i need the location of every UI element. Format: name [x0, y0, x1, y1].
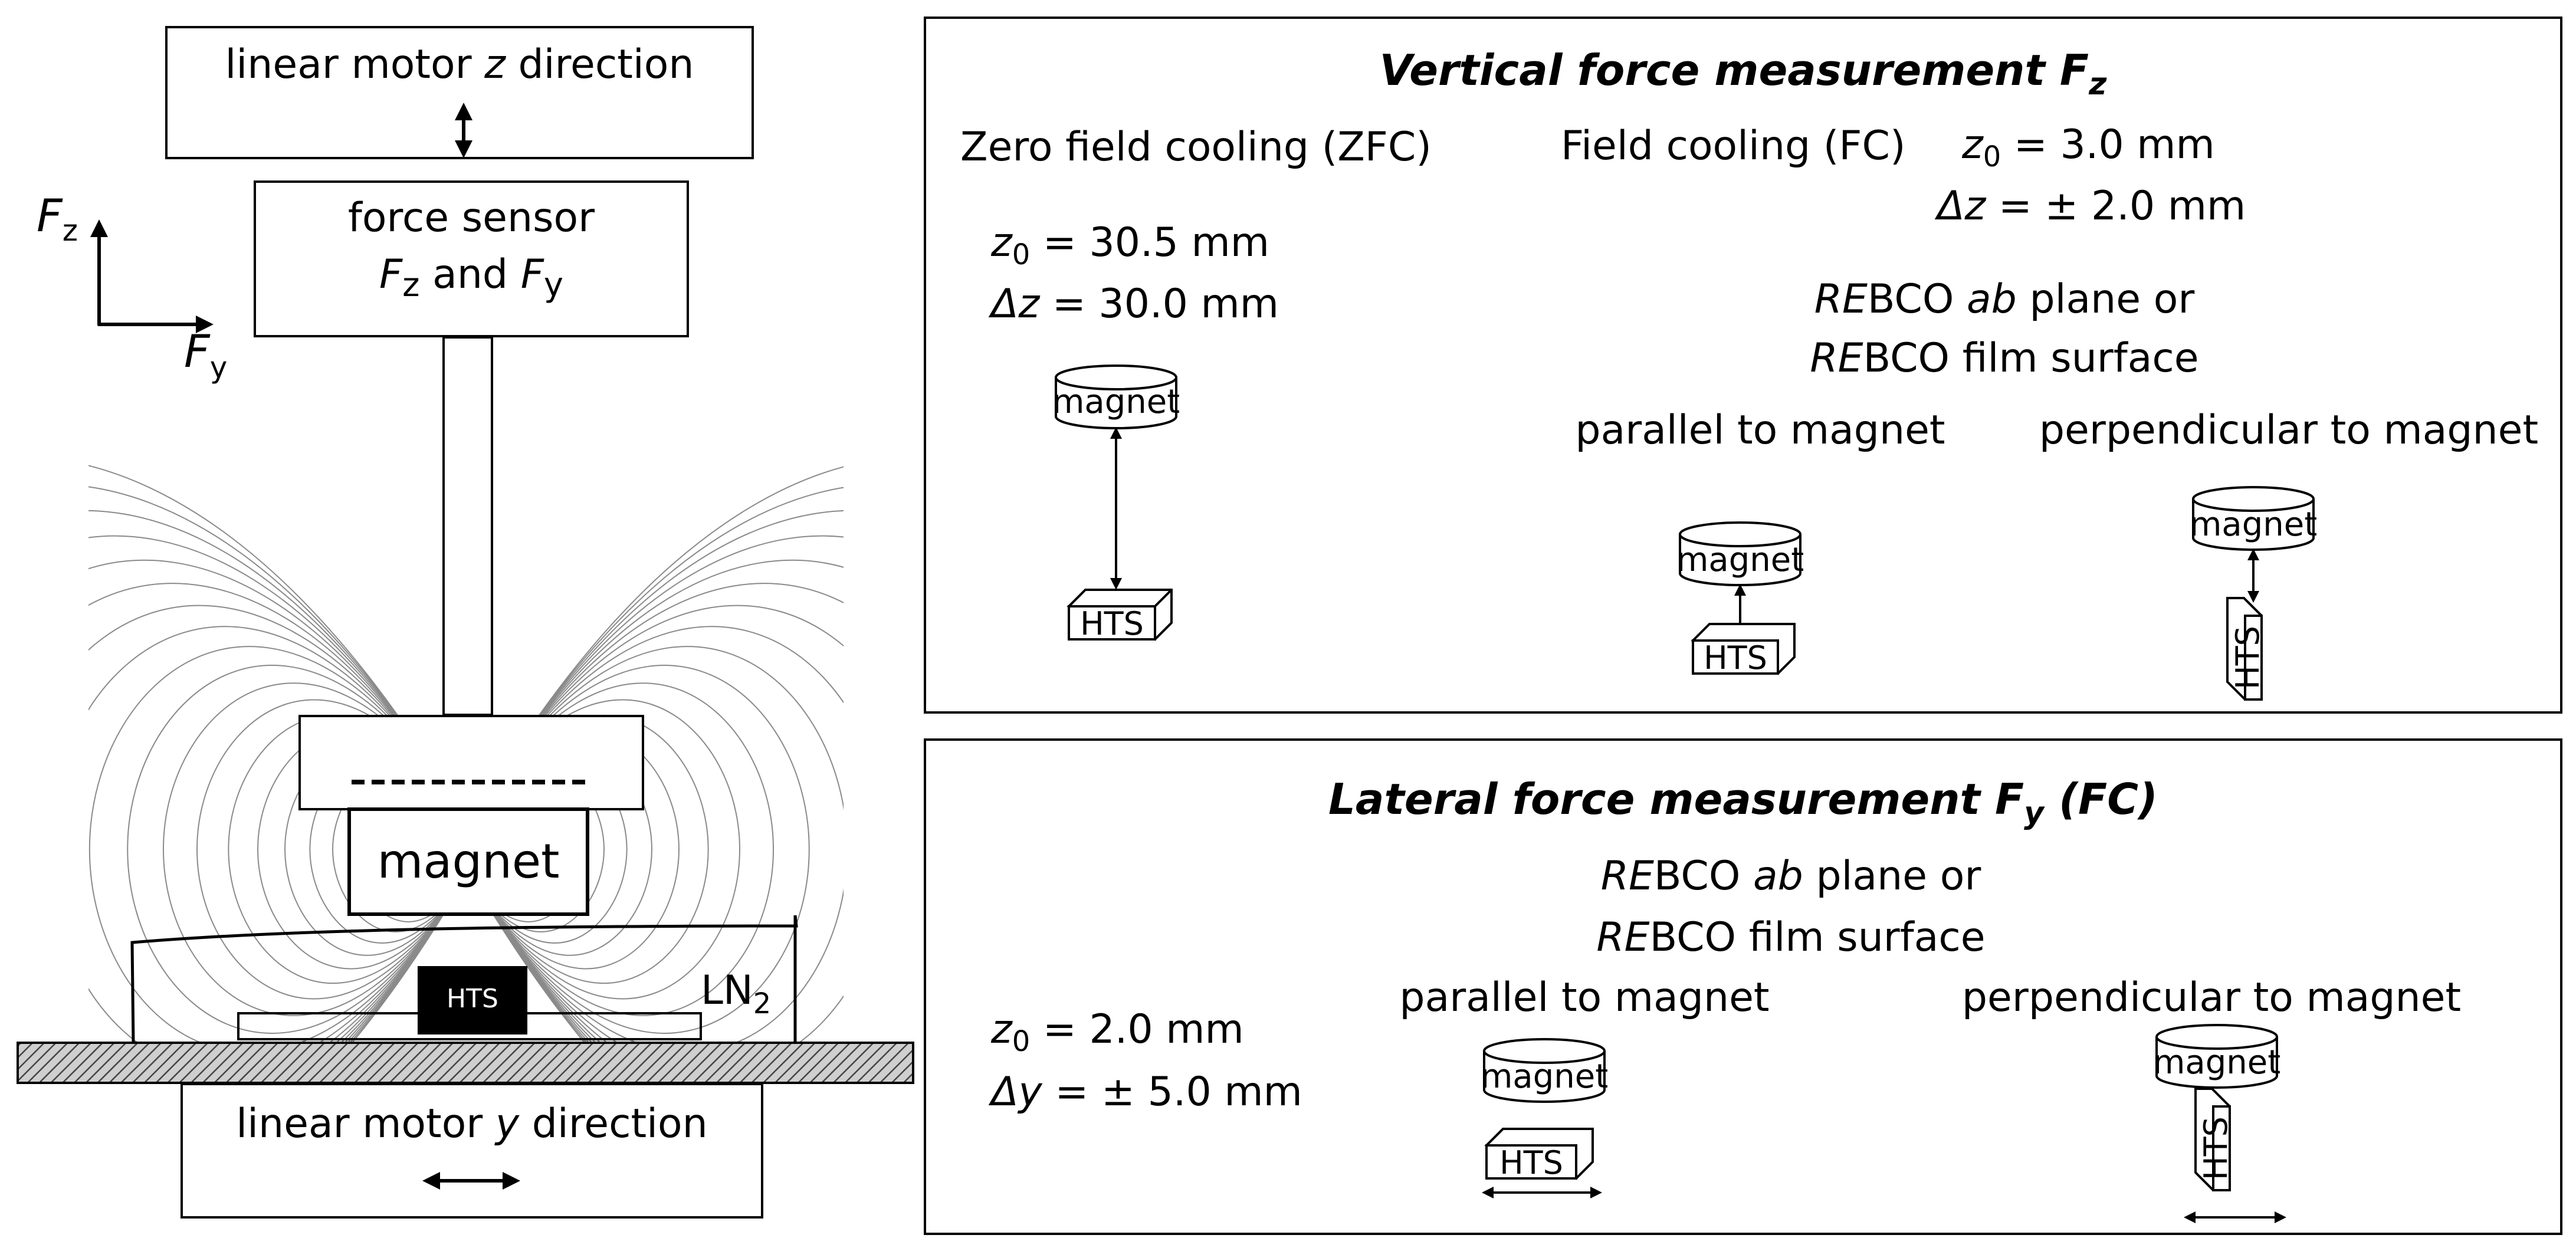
lateral-panel-title: Lateral force measurement Fy (FC)	[1328, 774, 2158, 831]
field-line	[88, 583, 469, 1045]
field-line	[88, 486, 469, 1045]
field-line	[468, 605, 844, 1045]
fc-parallel-hts-icon: HTS	[1691, 623, 1796, 676]
svg-text:magnet: magnet	[2190, 505, 2317, 544]
zfc-dz: Δz = 30.0 mm	[988, 281, 1279, 327]
field-line	[468, 699, 741, 1000]
field-line	[468, 487, 844, 1045]
field-line	[468, 665, 810, 1034]
field-line	[468, 682, 775, 1016]
linear-motor-y-label: linear motor y direction	[236, 1101, 708, 1147]
magnet-holder	[298, 715, 644, 810]
force-sensor-label: force sensor	[348, 195, 595, 241]
lateral-panel-frame	[924, 738, 2562, 1235]
fc-parallel-magnet-icon: magnet	[1676, 521, 1804, 586]
vertical-panel-title: Vertical force measurement Fz	[1380, 45, 2107, 102]
field-line	[468, 626, 844, 1045]
zfc-heading: Zero field cooling (ZFC)	[960, 124, 1432, 170]
field-line	[162, 682, 469, 1016]
fc-z0: z0 = 3.0 mm	[1961, 121, 2215, 173]
field-line	[88, 510, 469, 1045]
field-line	[196, 699, 469, 1000]
hts-sample	[418, 966, 527, 1034]
force-sensor-components: Fz and Fy	[379, 251, 563, 304]
field-line	[468, 559, 844, 1045]
field-line	[88, 605, 469, 1045]
field-line	[468, 466, 844, 1045]
fc-rebco-line1: REBCO ab plane or	[1814, 276, 2195, 323]
fc-perpendicular-hts-icon: HTS	[2226, 597, 2266, 701]
fc-perpendicular-label: perpendicular to magnet	[2039, 407, 2538, 454]
svg-text:HTS: HTS	[2229, 626, 2266, 689]
field-line	[468, 583, 844, 1045]
fc-heading: Field cooling (FC)	[1561, 123, 1905, 169]
svg-text:HTS: HTS	[2197, 1116, 2234, 1180]
linear-motor-z-label: linear motor z direction	[225, 41, 694, 88]
hts-sample-label: HTS	[447, 984, 498, 1014]
lateral-perpendicular-magnet-icon: magnet	[2153, 1024, 2280, 1089]
fc-dz: Δz = ± 2.0 mm	[1934, 183, 2246, 229]
vertical-panel-frame	[924, 17, 2562, 714]
lateral-perpendicular-label: perpendicular to magnet	[1962, 974, 2461, 1021]
field-line	[468, 510, 844, 1045]
lateral-rebco-line2: REBCO film surface	[1596, 914, 1985, 961]
magnet-block	[347, 807, 589, 916]
svg-text:magnet: magnet	[1052, 383, 1180, 421]
zfc-z0: z0 = 30.5 mm	[990, 219, 1269, 271]
svg-text:HTS: HTS	[1499, 1144, 1563, 1181]
base-plate	[17, 1042, 914, 1084]
axis-fy-label: Fy	[184, 325, 227, 385]
axis-fz-label: Fz	[37, 189, 78, 248]
lateral-dy: Δy = ± 5.0 mm	[988, 1069, 1302, 1115]
field-line	[88, 626, 469, 1045]
fc-rebco-line2: REBCO film surface	[1810, 335, 2198, 382]
fc-perpendicular-magnet-icon: magnet	[2190, 486, 2317, 551]
ln2-container	[130, 915, 798, 1043]
lateral-force-panel: Lateral force measurement Fy (FC) REBCO …	[924, 738, 2562, 1235]
rod-shaft	[442, 336, 493, 716]
zfc-hts-icon: HTS	[1067, 589, 1173, 642]
lateral-z0: z0 = 2.0 mm	[990, 1006, 1244, 1058]
svg-text:magnet: magnet	[1676, 541, 1804, 579]
svg-text:magnet: magnet	[1481, 1057, 1608, 1096]
field-line	[468, 535, 844, 1045]
svg-text:HTS: HTS	[1704, 639, 1767, 676]
field-line	[88, 559, 469, 1045]
zfc-magnet-icon: magnet	[1052, 364, 1180, 429]
fc-parallel-label: parallel to magnet	[1575, 407, 1945, 454]
lateral-parallel-hts-icon: HTS	[1484, 1128, 1594, 1181]
lateral-parallel-label: parallel to magnet	[1399, 974, 1769, 1021]
lateral-perpendicular-hts-icon: HTS	[2194, 1088, 2234, 1191]
field-line	[88, 465, 469, 1045]
lateral-parallel-magnet-icon: magnet	[1481, 1038, 1608, 1103]
svg-text:magnet: magnet	[2153, 1043, 2280, 1082]
svg-text:HTS: HTS	[1080, 605, 1144, 642]
field-line	[88, 535, 469, 1045]
field-line	[127, 665, 469, 1034]
linear-motor-y-box	[181, 1083, 763, 1219]
magnet-label: magnet	[377, 834, 559, 889]
vertical-force-panel: Vertical force measurement Fz Zero field…	[924, 17, 2562, 714]
apparatus: linear motor z direction force sensor Fz…	[17, 26, 914, 1219]
lateral-rebco-line1: REBCO ab plane or	[1601, 853, 1981, 899]
ln2-label: LN2	[701, 967, 771, 1020]
